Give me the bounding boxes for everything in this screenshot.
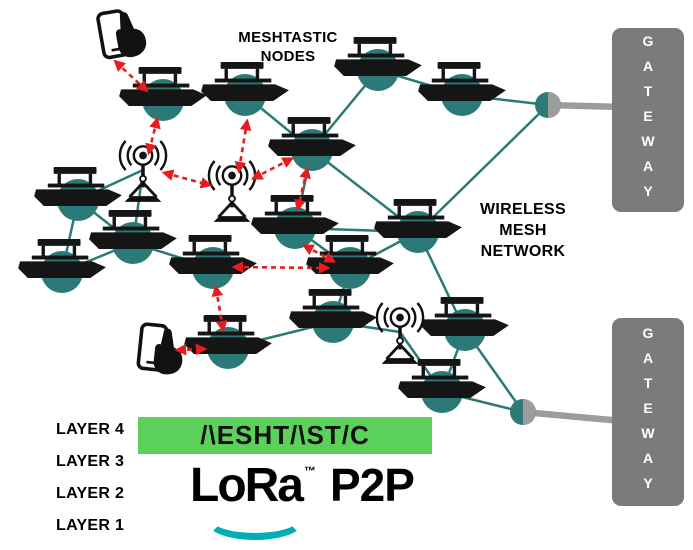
boat-icon: [169, 235, 257, 274]
boat-icon: [89, 210, 177, 249]
boat-node: [289, 289, 377, 343]
boat-node: [251, 195, 339, 249]
wireless-hop-arrows: [113, 59, 337, 356]
boat-node: [334, 37, 422, 91]
boat-icon: [374, 199, 462, 238]
layer-labels: LAYER 4 LAYER 3 LAYER 2 LAYER 1: [56, 414, 124, 542]
lora-p2p-logo: LoRa ™ P2P: [190, 459, 415, 512]
boat-node: [374, 199, 462, 253]
meshtastic-logo: /\ESHT/\ST/C: [138, 417, 432, 454]
boat-icon: [418, 62, 506, 101]
gateway-box-bottom: GATEWAY: [612, 318, 684, 506]
gateway-bottom-label: GATEWAY: [640, 324, 656, 500]
boat-node: [201, 62, 289, 116]
meshtastic-nodes-label-line1: MESHTASTIC: [238, 29, 338, 46]
mesh-label-line1: WIRELESS: [480, 201, 566, 218]
layer-3-label: LAYER 3: [56, 453, 125, 470]
layer-1-label: LAYER 1: [56, 517, 125, 534]
meshtastic-nodes-label-line2: NODES: [260, 48, 316, 65]
lora-swoosh-icon: [204, 498, 306, 540]
boat-node: [184, 315, 272, 369]
boat-icon: [268, 117, 356, 156]
nodes: [18, 5, 561, 425]
gateway-top-label: GATEWAY: [640, 32, 656, 208]
boat-node: [268, 117, 356, 171]
layer-2-label: LAYER 2: [56, 485, 125, 502]
antenna-icon: [118, 139, 168, 204]
p2p-text: P2P: [330, 459, 415, 511]
boat-node: [421, 297, 509, 351]
meshtastic-logo-text: /\ESHT/\ST/C: [200, 420, 370, 450]
boat-node: [89, 210, 177, 264]
meshtastic-nodes-label: MESHTASTIC NODES: [215, 28, 361, 66]
gateway-links: [519, 101, 626, 425]
boat-icon: [201, 62, 289, 101]
wireless-mesh-network-label: WIRELESS MESH NETWORK: [450, 199, 596, 262]
boat-icon: [398, 359, 486, 398]
boat-node: [119, 67, 207, 121]
boat-node: [306, 235, 394, 289]
mesh-label-line3: NETWORK: [480, 243, 566, 260]
boat-icon: [421, 297, 509, 336]
mesh-label-line2: MESH: [499, 222, 547, 239]
boat-icon: [119, 67, 207, 106]
boat-icon: [251, 195, 339, 234]
boat-node: [398, 359, 486, 413]
phone-hand-icon: [95, 5, 151, 64]
layer-4-label: LAYER 4: [56, 421, 125, 438]
boat-node: [418, 62, 506, 116]
boat-node: [169, 235, 257, 289]
antenna-icon: [207, 159, 257, 224]
lora-trademark: ™: [304, 464, 316, 478]
boat-icon: [289, 289, 377, 328]
gateway-junction-node: [510, 399, 536, 425]
lora-logo-text: LoRa: [190, 459, 304, 512]
gateway-box-top: GATEWAY: [612, 28, 684, 212]
boat-node: [18, 239, 106, 293]
boat-node: [34, 167, 122, 221]
gateway-junction-node: [535, 92, 561, 118]
